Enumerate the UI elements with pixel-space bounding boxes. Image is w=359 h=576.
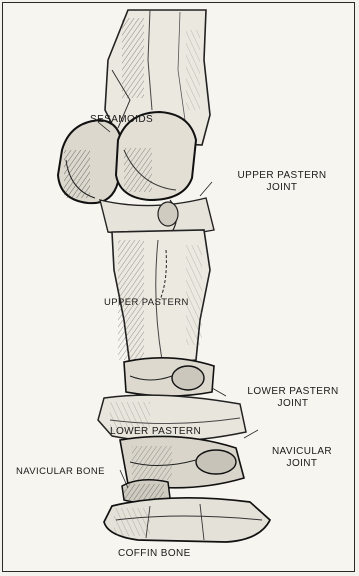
label-upper-pastern-joint-line1: UPPER PASTERN <box>212 170 352 182</box>
lower-pastern-joint-region <box>124 358 214 396</box>
label-lower-pastern-joint-line1: LOWER PASTERN <box>228 386 358 398</box>
label-upper-pastern: UPPER PASTERN <box>104 297 189 309</box>
label-lower-pastern-joint-line2: JOINT <box>228 398 358 410</box>
label-lower-pastern-joint: LOWER PASTERN JOINT <box>228 386 358 410</box>
label-upper-pastern-joint-line2: JOINT <box>212 182 352 194</box>
label-navicular-joint-line2: JOINT <box>254 458 350 470</box>
label-upper-pastern-joint: UPPER PASTERN JOINT <box>212 170 352 194</box>
coffin-bone <box>104 498 270 542</box>
label-sesamoids: SESAMOIDS <box>90 114 153 126</box>
label-navicular-joint: NAVICULAR JOINT <box>254 446 350 470</box>
label-coffin-bone: COFFIN BONE <box>118 548 191 560</box>
label-lower-pastern: LOWER PASTERN <box>110 426 201 438</box>
label-navicular-joint-line1: NAVICULAR <box>254 446 350 458</box>
label-navicular-bone: NAVICULAR BONE <box>16 466 105 478</box>
